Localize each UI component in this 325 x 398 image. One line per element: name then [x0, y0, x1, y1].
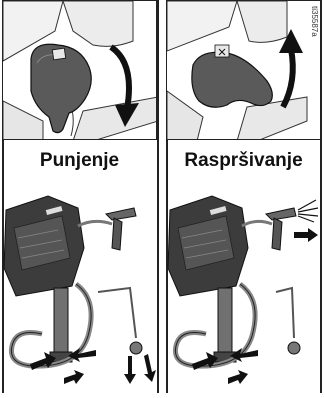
border-line — [157, 0, 159, 393]
sprayer-unit — [4, 196, 84, 296]
spray-valve-lever — [192, 52, 272, 107]
sprayer-unit — [168, 196, 248, 296]
spray-system-diagram — [166, 188, 321, 393]
prime-valve-photo — [2, 0, 157, 140]
spray-caption: Raspršivanje — [166, 150, 321, 172]
spray-valve-photo — [166, 0, 321, 140]
prime-system-diagram — [2, 188, 157, 393]
spray-panel: ti35587a Raspršivanje — [166, 0, 321, 393]
spray-gun — [242, 200, 318, 250]
prime-caption: Punjenje — [2, 150, 157, 172]
spray-gun — [78, 208, 136, 250]
figure-id: ti35587a — [310, 6, 319, 37]
prime-panel: Punjenje — [2, 0, 157, 393]
